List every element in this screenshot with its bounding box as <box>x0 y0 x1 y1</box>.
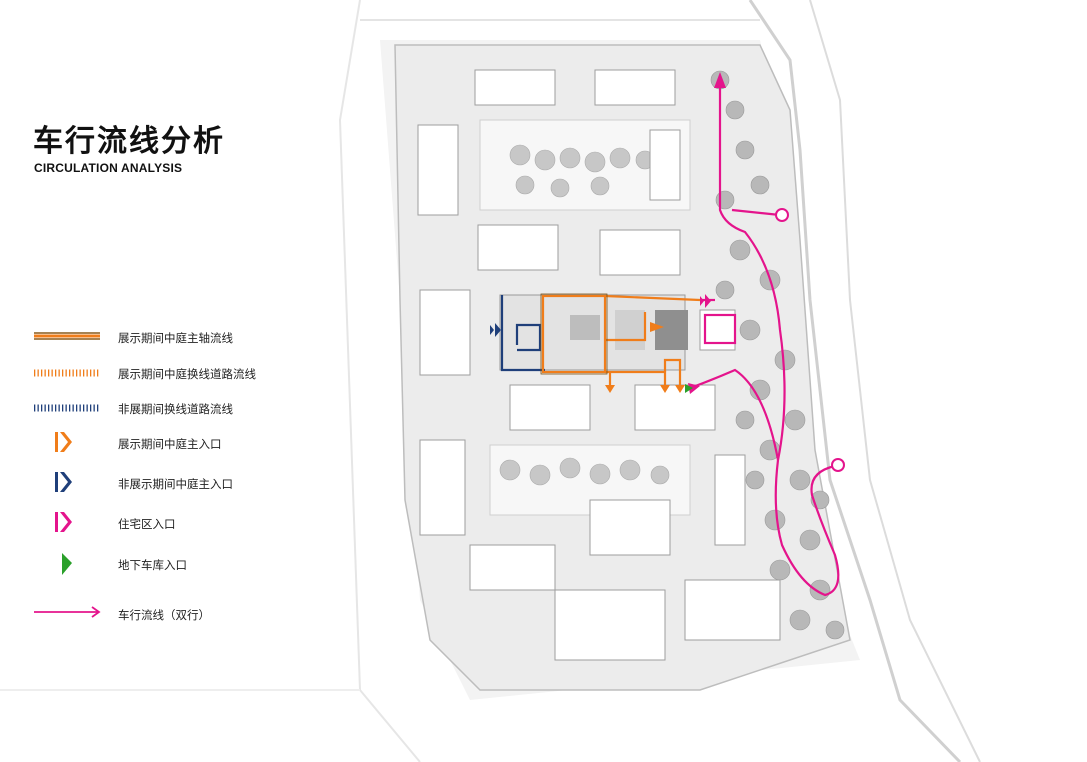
orange-circulation-route <box>541 294 701 390</box>
legend-label-vehicle-route: 车行流线（双行） <box>118 608 210 622</box>
legend-label-garage-entrance: 地下车库入口 <box>118 558 187 572</box>
legend-label-non-exhibition-entrance: 非展示期间中庭主入口 <box>118 477 233 491</box>
legend-label-exhibition-road: 展示期间中庭换线道路流线 <box>118 367 256 381</box>
legend-label-non-exhibition-road: 非展期间换线道路流线 <box>118 402 233 416</box>
navy-circulation-route <box>500 295 545 372</box>
legend-label-main-axis: 展示期间中庭主轴流线 <box>118 331 233 345</box>
legend-label-residential-entrance: 住宅区入口 <box>118 517 176 531</box>
magenta-circulation-route <box>689 80 840 597</box>
orange-arrows <box>605 322 685 393</box>
page-subtitle: CIRCULATION ANALYSIS <box>34 161 183 175</box>
page-title: 车行流线分析 <box>33 124 225 159</box>
green-garage-entrance-marker <box>685 384 693 393</box>
navy-entrance-marker <box>490 323 501 337</box>
magenta-entrance-marker <box>700 294 711 308</box>
legend-label-exhibition-entrance: 展示期间中庭主入口 <box>118 437 222 451</box>
site-plan-background <box>0 0 981 762</box>
legend-symbols <box>34 332 101 618</box>
